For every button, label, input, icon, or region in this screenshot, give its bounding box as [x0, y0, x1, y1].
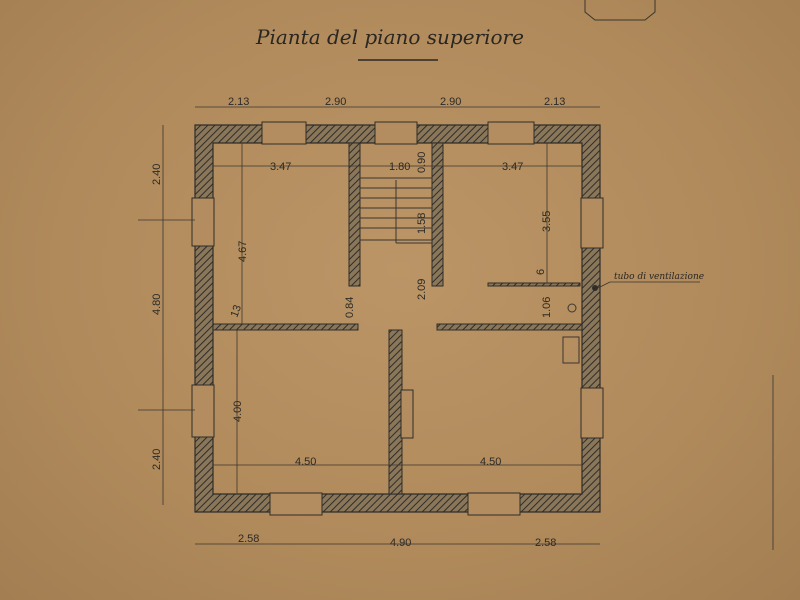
dim-top-1: 2.13 [228, 96, 249, 108]
dim-left-3: 2.40 [151, 449, 163, 470]
dim-room-br-width: 4.50 [480, 456, 501, 468]
dim-room-bl-width: 4.50 [295, 456, 316, 468]
dim-room-tr-width: 3.47 [502, 161, 523, 173]
dim-room-tl-width: 3.47 [270, 161, 291, 173]
ventilation-note: tubo di ventilazione [614, 272, 704, 282]
dim-left-2: 4.80 [151, 294, 163, 315]
dim-stair-depth-a: 0.90 [416, 152, 428, 173]
dim-top-3: 2.90 [440, 96, 461, 108]
dim-bath-depth: 1.06 [541, 297, 553, 318]
dim-room-tr-height: 3.55 [541, 211, 553, 232]
dim-wall-note: 13 [229, 303, 244, 319]
windows [191, 121, 604, 516]
dim-stair-width: 1.80 [389, 161, 410, 173]
sink [567, 303, 577, 313]
dimension-lines [138, 106, 774, 550]
dim-bottom-1: 2.58 [238, 533, 259, 545]
staircase [360, 177, 432, 244]
dim-partition: 6 [535, 269, 547, 275]
adjacent-detail [584, 0, 656, 21]
dim-corridor: 2.09 [416, 279, 428, 300]
dim-top-4: 2.13 [544, 96, 565, 108]
dim-room-bl-height: 4.00 [232, 401, 244, 422]
dim-bottom-2: 4.90 [390, 537, 411, 549]
fireplace [400, 389, 414, 439]
dimension-labels: 2.13 2.90 2.90 2.13 2.40 4.80 2.40 2.58 … [151, 96, 704, 549]
dim-left-1: 2.40 [151, 164, 163, 185]
bath-fixture [562, 336, 580, 364]
dim-room-tl-height: 4.67 [237, 241, 249, 262]
dim-bottom-3: 2.58 [535, 537, 556, 549]
dim-top-2: 2.90 [325, 96, 346, 108]
interior-walls [212, 142, 583, 495]
dim-stair-depth-b: 1.58 [416, 213, 428, 234]
plan-title: Pianta del piano superiore [255, 25, 524, 49]
outer-walls [194, 124, 601, 513]
dim-door-left: 0.84 [344, 297, 356, 318]
ventilation-pipe [592, 285, 598, 291]
